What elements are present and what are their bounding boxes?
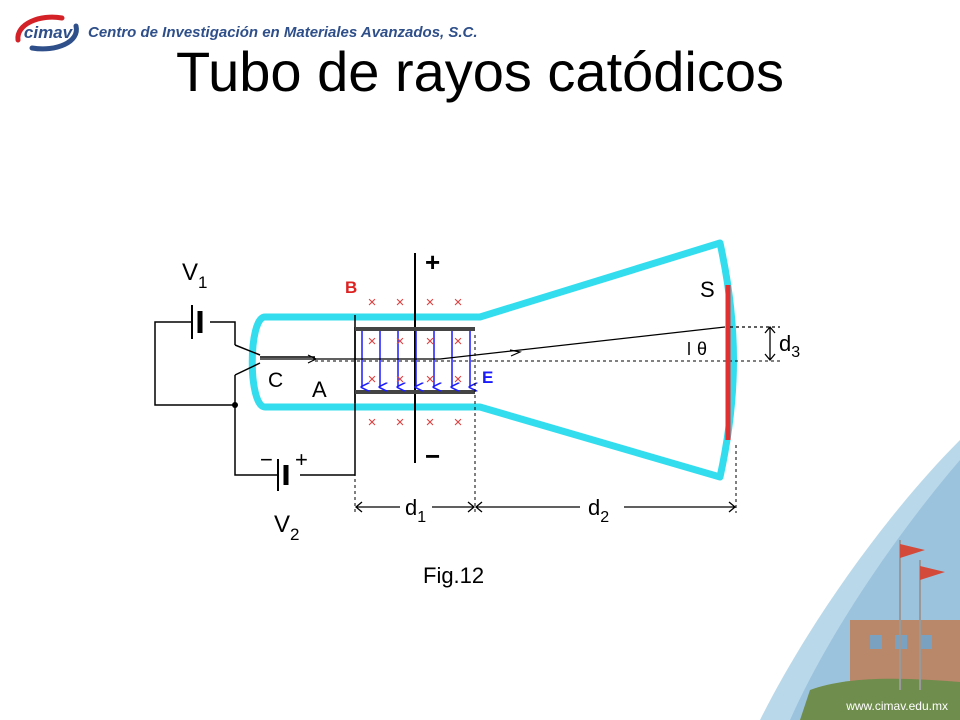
svg-text:×: × xyxy=(368,371,377,388)
page-title: Tubo de rayos catódicos xyxy=(175,40,785,103)
label-theta: θ xyxy=(697,339,707,359)
beam-arrow-deflected xyxy=(509,349,522,357)
svg-text:×: × xyxy=(426,333,435,350)
circuit-junction xyxy=(232,402,238,408)
label-anode: A xyxy=(312,377,327,402)
svg-text:×: × xyxy=(368,294,377,311)
svg-text:×: × xyxy=(426,294,435,311)
figure-caption: Fig.12 xyxy=(423,563,484,588)
svg-text:×: × xyxy=(368,414,377,431)
organization-name: Centro de Investigación en Materiales Av… xyxy=(88,24,478,41)
svg-text:×: × xyxy=(396,333,405,350)
battery-v2 xyxy=(277,459,289,491)
label-plus: + xyxy=(425,247,440,277)
svg-text:×: × xyxy=(396,371,405,388)
svg-text:×: × xyxy=(426,414,435,431)
label-d1: d1 xyxy=(405,495,426,526)
label-b: B xyxy=(345,278,357,297)
label-cathode: C xyxy=(268,369,283,392)
magnetic-field-crosses: × × × × × × × × × × × × × × × × xyxy=(368,294,463,431)
label-d2: d2 xyxy=(588,495,609,526)
svg-text:×: × xyxy=(454,371,463,388)
svg-text:×: × xyxy=(454,294,463,311)
cimav-logo: cimav xyxy=(15,14,79,52)
label-v1: V1 xyxy=(182,259,207,292)
label-screen: S xyxy=(700,277,715,302)
d2-dimension xyxy=(474,501,737,513)
site-url: www.cimav.edu.mx xyxy=(845,699,948,713)
label-minus: − xyxy=(425,441,440,471)
beam-arrow xyxy=(307,354,318,364)
label-d3: d3 xyxy=(779,331,800,361)
d1-dimension xyxy=(354,501,476,513)
tube-outline xyxy=(248,239,737,481)
d3-dimension xyxy=(730,325,780,362)
corner-photo: www.cimav.edu.mx xyxy=(760,440,960,720)
label-e: E xyxy=(482,368,493,387)
svg-text:×: × xyxy=(396,294,405,311)
svg-text:×: × xyxy=(426,371,435,388)
lower-plate xyxy=(355,390,475,394)
battery-v1 xyxy=(191,305,203,339)
svg-text:×: × xyxy=(454,333,463,350)
label-battery-minus: − xyxy=(260,447,273,472)
upper-plate xyxy=(355,327,475,331)
crt-diagram: × × × × × × × × × × × × × × × × V1 C A B… xyxy=(154,239,800,588)
svg-text:×: × xyxy=(368,333,377,350)
svg-text:×: × xyxy=(396,414,405,431)
label-v2: V2 xyxy=(274,511,299,544)
svg-text:×: × xyxy=(454,414,463,431)
electron-beam xyxy=(260,326,726,360)
logo-text: cimav xyxy=(24,23,74,42)
label-battery-plus: + xyxy=(295,447,308,472)
header: cimav Centro de Investigación en Materia… xyxy=(0,0,960,60)
dimension-guides xyxy=(354,335,737,513)
